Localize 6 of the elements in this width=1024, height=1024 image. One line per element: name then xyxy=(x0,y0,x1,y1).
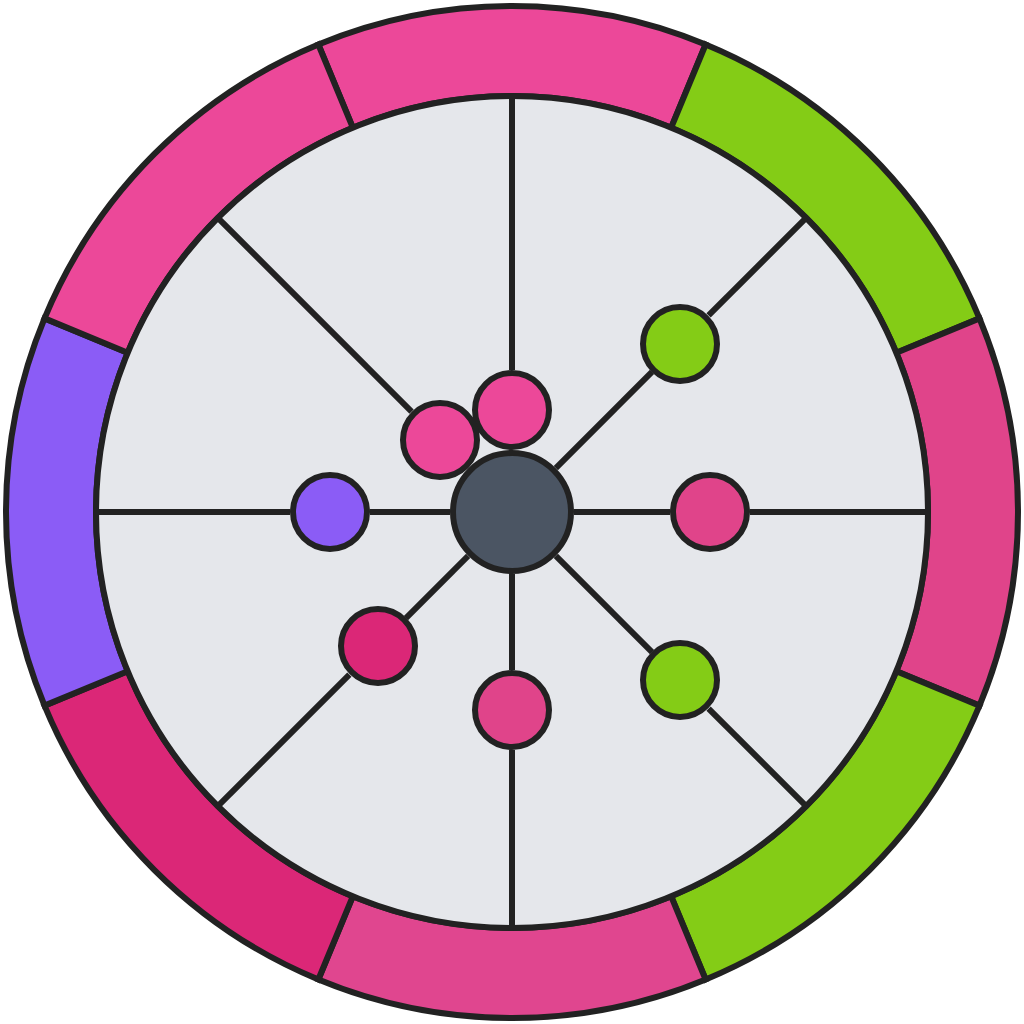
connector-line xyxy=(553,553,655,655)
connector-line xyxy=(509,574,515,670)
connector-line xyxy=(553,369,655,471)
connector-line xyxy=(403,553,471,621)
connector-line xyxy=(370,509,450,515)
connector-line xyxy=(574,509,670,515)
